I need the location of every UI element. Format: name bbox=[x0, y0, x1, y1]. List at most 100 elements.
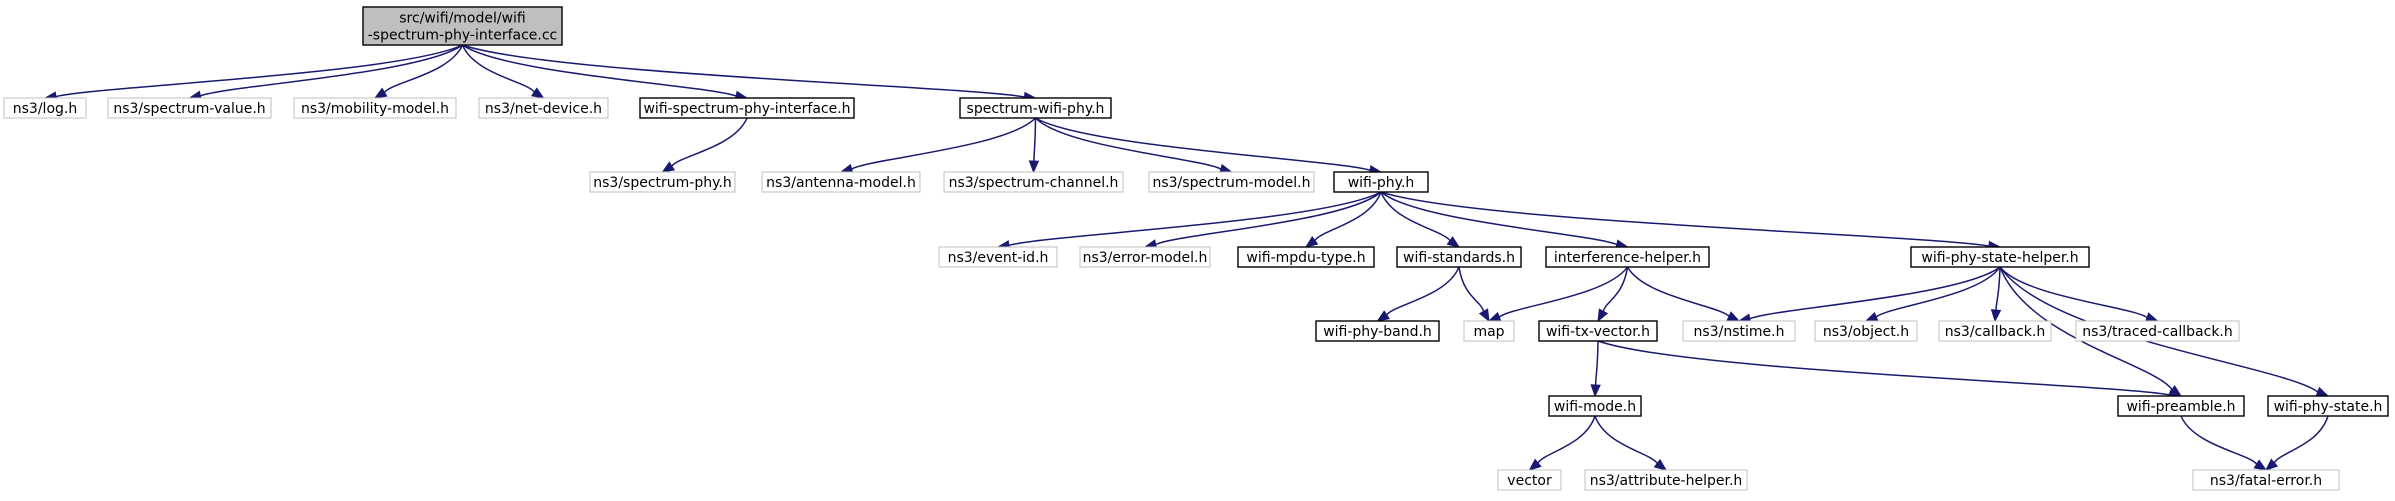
edge-line bbox=[1626, 266, 1730, 317]
node-spectrum-wifi-phy[interactable]: spectrum-wifi-phy.h bbox=[959, 97, 1112, 119]
node-error-model: ns3/error-model.h bbox=[1079, 246, 1211, 268]
edge-line bbox=[1498, 266, 1629, 318]
node-wifi-phy-state-helper[interactable]: wifi-phy-state-helper.h bbox=[1910, 246, 2090, 268]
edge-interference-helper-to-nstime bbox=[1626, 266, 1741, 322]
edge-line bbox=[1995, 266, 2001, 311]
edge-wifi-mode-to-attribute-helper bbox=[1594, 415, 1668, 471]
edge-line bbox=[1999, 266, 2173, 391]
node-label: spectrum-wifi-phy.h bbox=[967, 101, 1105, 117]
node-label: ns3/error-model.h bbox=[1083, 250, 1208, 266]
node-label: ns3/log.h bbox=[13, 101, 77, 117]
node-label: wifi-spectrum-phy-interface.h bbox=[643, 101, 850, 117]
edge-spectrum-wifi-phy-to-spectrum-channel bbox=[1028, 117, 1040, 174]
node-box bbox=[1938, 320, 2052, 342]
node-label: wifi-phy-band.h bbox=[1323, 324, 1432, 340]
node-box bbox=[959, 97, 1112, 119]
nodes-layer: src/wifi/model/wifi-spectrum-phy-interfa… bbox=[3, 6, 2389, 491]
edge-wifi-phy-to-wifi-standards bbox=[1380, 191, 1461, 248]
node-label: ns3/net-device.h bbox=[485, 101, 602, 117]
node-wifi-mpdu-type[interactable]: wifi-mpdu-type.h bbox=[1237, 246, 1375, 268]
node-wifi-preamble[interactable]: wifi-preamble.h bbox=[2117, 395, 2245, 417]
edge-line bbox=[1537, 415, 1596, 464]
edge-root-to-log bbox=[43, 44, 463, 102]
node-spectrum-value: ns3/spectrum-value.h bbox=[107, 97, 272, 119]
node-wifi-mode[interactable]: wifi-mode.h bbox=[1548, 395, 1642, 417]
node-label: ns3/antenna-model.h bbox=[766, 175, 916, 191]
node-label: wifi-phy.h bbox=[1348, 175, 1415, 191]
node-spectrum-model: ns3/spectrum-model.h bbox=[1148, 171, 1315, 193]
node-box bbox=[1315, 320, 1440, 342]
edge-line bbox=[1380, 191, 1451, 242]
node-label: ns3/mobility-model.h bbox=[301, 101, 449, 117]
node-map: map bbox=[1463, 320, 1515, 342]
node-box bbox=[1396, 246, 1522, 268]
edge-line bbox=[671, 117, 748, 167]
edge-wifi-phy-state-helper-to-nstime bbox=[1737, 266, 2001, 324]
node-label: wifi-standards.h bbox=[1403, 250, 1515, 266]
node-label: ns3/spectrum-model.h bbox=[1152, 175, 1310, 191]
arrowhead-icon bbox=[1028, 160, 1040, 174]
edge-line bbox=[1999, 266, 2148, 319]
node-traced-callback: ns3/traced-callback.h bbox=[2075, 320, 2240, 342]
edge-line bbox=[1999, 266, 2319, 393]
node-label: ns3/callback.h bbox=[1945, 324, 2045, 340]
node-label: wifi-phy-state.h bbox=[2274, 399, 2383, 415]
node-wifi-phy-band[interactable]: wifi-phy-band.h bbox=[1315, 320, 1440, 342]
node-box bbox=[1814, 320, 1918, 342]
edge-line bbox=[55, 44, 463, 98]
node-spectrum-phy: ns3/spectrum-phy.h bbox=[589, 171, 736, 193]
edge-interference-helper-to-wifi-tx-vector bbox=[1597, 266, 1629, 323]
node-box bbox=[1682, 320, 1796, 342]
node-wifi-standards[interactable]: wifi-standards.h bbox=[1396, 246, 1522, 268]
node-wifi-phy-state[interactable]: wifi-phy-state.h bbox=[2267, 395, 2389, 417]
node-net-device: ns3/net-device.h bbox=[478, 97, 609, 119]
node-box bbox=[1584, 469, 1748, 491]
edge-spectrum-wifi-phy-to-spectrum-model bbox=[1034, 117, 1233, 175]
arrowhead-icon bbox=[1990, 309, 2002, 323]
node-box bbox=[1910, 246, 2090, 268]
node-root[interactable]: src/wifi/model/wifi-spectrum-phy-interfa… bbox=[362, 6, 563, 46]
node-box bbox=[107, 97, 272, 119]
node-box bbox=[589, 171, 736, 193]
node-wifi-tx-vector[interactable]: wifi-tx-vector.h bbox=[1538, 320, 1658, 342]
edge-line bbox=[1033, 117, 1037, 162]
edge-line bbox=[1749, 266, 2001, 320]
node-box bbox=[478, 97, 609, 119]
node-box bbox=[362, 6, 563, 46]
node-box bbox=[943, 171, 1124, 193]
node-wifi-spectrum-phy-interface[interactable]: wifi-spectrum-phy-interface.h bbox=[639, 97, 855, 119]
node-log: ns3/log.h bbox=[3, 97, 87, 119]
node-box bbox=[3, 97, 87, 119]
node-label: vector bbox=[1507, 473, 1552, 489]
node-label: ns3/event-id.h bbox=[948, 250, 1049, 266]
edge-wifi-phy-state-to-fatal-error bbox=[2265, 415, 2329, 471]
edge-wifi-phy-state-helper-to-object bbox=[1864, 266, 2001, 322]
edge-line bbox=[1875, 266, 2001, 318]
node-label: wifi-tx-vector.h bbox=[1546, 324, 1650, 340]
edge-line bbox=[1155, 191, 1382, 246]
arrowhead-icon bbox=[2265, 458, 2279, 471]
node-box bbox=[1538, 320, 1658, 342]
node-attribute-helper: ns3/attribute-helper.h bbox=[1584, 469, 1748, 491]
arrowhead-icon bbox=[2315, 386, 2330, 397]
node-label: ns3/nstime.h bbox=[1694, 324, 1785, 340]
edge-line bbox=[462, 44, 1025, 98]
node-box bbox=[938, 246, 1058, 268]
edge-wifi-phy-to-event-id bbox=[996, 191, 1382, 251]
node-wifi-phy[interactable]: wifi-phy.h bbox=[1333, 171, 1429, 193]
node-box bbox=[1545, 246, 1710, 268]
edge-root-to-wifi-spectrum-phy-interface bbox=[462, 44, 749, 102]
node-box bbox=[2075, 320, 2240, 342]
node-antenna-model: ns3/antenna-model.h bbox=[761, 171, 921, 193]
node-box bbox=[639, 97, 855, 119]
arrowhead-icon bbox=[1726, 311, 1741, 322]
arrowhead-icon bbox=[1478, 308, 1490, 323]
arrowhead-icon bbox=[1376, 310, 1390, 322]
edge-line bbox=[2180, 415, 2258, 465]
edge-line bbox=[462, 44, 737, 97]
node-box bbox=[1333, 171, 1429, 193]
edge-line bbox=[383, 44, 464, 93]
node-interference-helper[interactable]: interference-helper.h bbox=[1545, 246, 1710, 268]
edge-wifi-phy-state-helper-to-traced-callback bbox=[1999, 266, 2159, 323]
node-label: ns3/spectrum-value.h bbox=[113, 101, 265, 117]
